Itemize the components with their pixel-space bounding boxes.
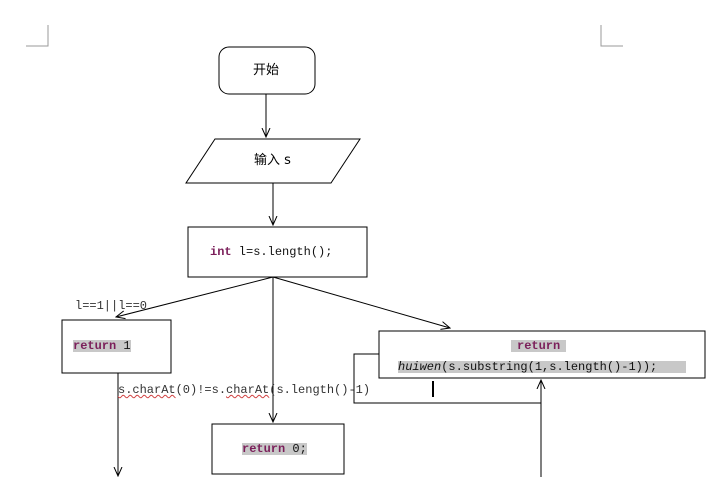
- start-node: [218, 46, 316, 95]
- corner-mark-top-right: [600, 25, 623, 47]
- init-label: int l=s.length();: [210, 246, 332, 258]
- return-one-value: 1: [116, 339, 131, 353]
- init-statement: l=s.length();: [231, 245, 333, 259]
- condition-middle-part-c: charAt: [226, 383, 270, 397]
- return-recursive-keyword: return: [517, 339, 561, 353]
- text-cursor: [432, 381, 434, 397]
- input-node: [185, 138, 361, 184]
- return-recursive-keyword-line: return: [511, 339, 567, 353]
- return-zero-label: return 0;: [242, 443, 307, 455]
- return-recursive-call-line: huiwen(s.substring(1,s.length()-1));: [398, 361, 686, 373]
- return-zero-value: 0;: [285, 442, 307, 456]
- condition-middle: s.charAt(0)!=s.charAt(s.length()-1): [118, 384, 370, 396]
- return-recursive-function: huiwen: [398, 361, 442, 373]
- edge-recursion-loop: [353, 353, 541, 404]
- corner-mark-top-left: [26, 25, 49, 47]
- condition-middle-part-b: (0)!=s.: [175, 383, 227, 397]
- return-zero-keyword: return: [242, 442, 286, 456]
- return-one-label: return 1: [73, 340, 131, 352]
- edge-init-to-return-recursive: [272, 276, 450, 328]
- condition-left: l==1||l==0: [75, 299, 148, 313]
- init-node: [187, 226, 368, 278]
- condition-middle-part-d: (s.length()-1): [269, 383, 371, 397]
- start-label: 开始: [253, 63, 280, 78]
- input-label: 输入 s: [254, 153, 291, 168]
- page-corner-marks: [26, 25, 623, 47]
- return-one-keyword: return: [73, 339, 117, 353]
- init-keyword: int: [210, 245, 232, 259]
- return-recursive-args: (s.substring(1,s.length()-1));: [441, 361, 658, 373]
- condition-middle-part-a: s.charAt: [118, 383, 176, 397]
- edge-init-to-return-one: [116, 276, 274, 317]
